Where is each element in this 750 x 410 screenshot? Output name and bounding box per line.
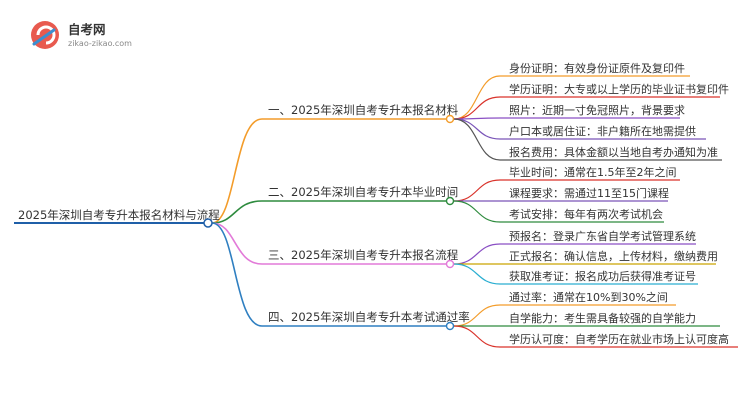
connector-line [453,179,501,202]
connector-line [453,200,501,223]
branch-connector-dot [445,259,455,269]
connector-line [453,118,501,161]
brand-name: 自考网 [68,22,106,37]
leaf-label: 考试安排：每年有两次考试机会 [509,207,663,221]
leaf-label: 照片：近期一寸免冠照片，背景要求 [509,103,685,117]
leaf-node: 照片：近期一寸免冠照片，背景要求 [500,103,685,119]
branch-label: 三、2025年深圳自考专升本报名流程 [268,248,459,262]
branch-label: 一、2025年深圳自考专升本报名材料 [268,103,459,117]
branch-node: 三、2025年深圳自考专升本报名流程 预报名：登录广东省自学考试管理系统正式报名：… [262,229,718,285]
brand-site: zikao-zikao.com [68,39,132,48]
connector-lines [211,75,501,348]
branch-connector-dot [445,114,455,124]
leaf-node: 获取准考证：报名成功后获得准考证号 [500,269,698,285]
leaf-node: 预报名：登录广东省自学考试管理系统 [500,229,696,245]
leaf-label: 户口本或居住证：非户籍所在地需提供 [509,124,696,138]
leaf-label: 学历证明：大专或以上学历的毕业证书复印件 [509,82,729,96]
branch-connector-dot [445,196,455,206]
leaf-node: 课程要求：需通过11至15门课程 [500,186,669,202]
leaf-node: 学历证明：大专或以上学历的毕业证书复印件 [500,82,729,98]
root-label: 2025年深圳自考专升本报名材料与流程 [18,208,220,222]
leaf-node: 学历认可度：自考学历在就业市场上认可度高 [500,332,738,348]
branch-label: 二、2025年深圳自考专升本毕业时间 [268,185,458,199]
connector-line [453,304,501,327]
connector-line [453,118,501,140]
logo-pen [32,28,56,46]
connector-line [453,96,501,120]
leaf-node: 正式报名：确认信息，上传材料，缴纳费用 [500,249,718,265]
branch-connector-dot [445,321,455,331]
connector-line [211,222,263,265]
leaf-label: 预报名：登录广东省自学考试管理系统 [509,229,696,243]
logo-icon [31,21,59,49]
branch-group: 一、2025年深圳自考专升本报名材料 身份证明：有效身份证原件及复印件学历证明：大… [262,61,738,348]
leaf-label: 获取准考证：报名成功后获得准考证号 [509,269,696,283]
leaf-label: 身份证明：有效身份证原件及复印件 [509,61,685,75]
connector-line [453,325,501,348]
leaf-node: 身份证明：有效身份证原件及复印件 [500,61,690,77]
leaf-node: 毕业时间：通常在1.5年至2年之间 [500,165,680,181]
leaf-node: 户口本或居住证：非户籍所在地需提供 [500,124,706,140]
leaf-label: 自学能力：考生需具备较强的自学能力 [509,311,696,325]
root-connector-dot [203,218,213,228]
leaf-node: 自学能力：考生需具备较强的自学能力 [500,311,720,327]
root-node: 2025年深圳自考专升本报名材料与流程 [14,208,220,228]
leaf-label: 课程要求：需通过11至15门课程 [509,186,669,200]
leaf-label: 报名费用：具体金额以当地自考办通知为准 [509,145,718,159]
leaf-label: 学历认可度：自考学历在就业市场上认可度高 [509,332,729,346]
branch-node: 二、2025年深圳自考专升本毕业时间 毕业时间：通常在1.5年至2年之间课程要求：… [262,165,680,223]
leaf-node: 通过率：通常在10%到30%之间 [500,290,676,306]
branch-node: 四、2025年深圳自考专升本考试通过率 通过率：通常在10%到30%之间自学能力：… [262,290,738,348]
connector-line [453,263,501,285]
leaf-label: 正式报名：确认信息，上传材料，缴纳费用 [509,249,718,263]
leaf-label: 通过率：通常在10%到30%之间 [509,290,668,304]
leaf-node: 考试安排：每年有两次考试机会 [500,207,664,223]
connector-line [211,118,263,224]
logo-swirl [36,25,56,45]
branch-node: 一、2025年深圳自考专升本报名材料 身份证明：有效身份证原件及复印件学历证明：大… [262,61,729,161]
brand-header: 自考网 zikao-zikao.com [31,21,132,49]
connector-line [211,200,263,224]
leaf-label: 毕业时间：通常在1.5年至2年之间 [509,165,677,179]
branch-label: 四、2025年深圳自考专升本考试通过率 [268,310,470,324]
connector-line [211,222,263,327]
leaf-node: 报名费用：具体金额以当地自考办通知为准 [500,145,722,161]
connector-line [453,243,501,265]
